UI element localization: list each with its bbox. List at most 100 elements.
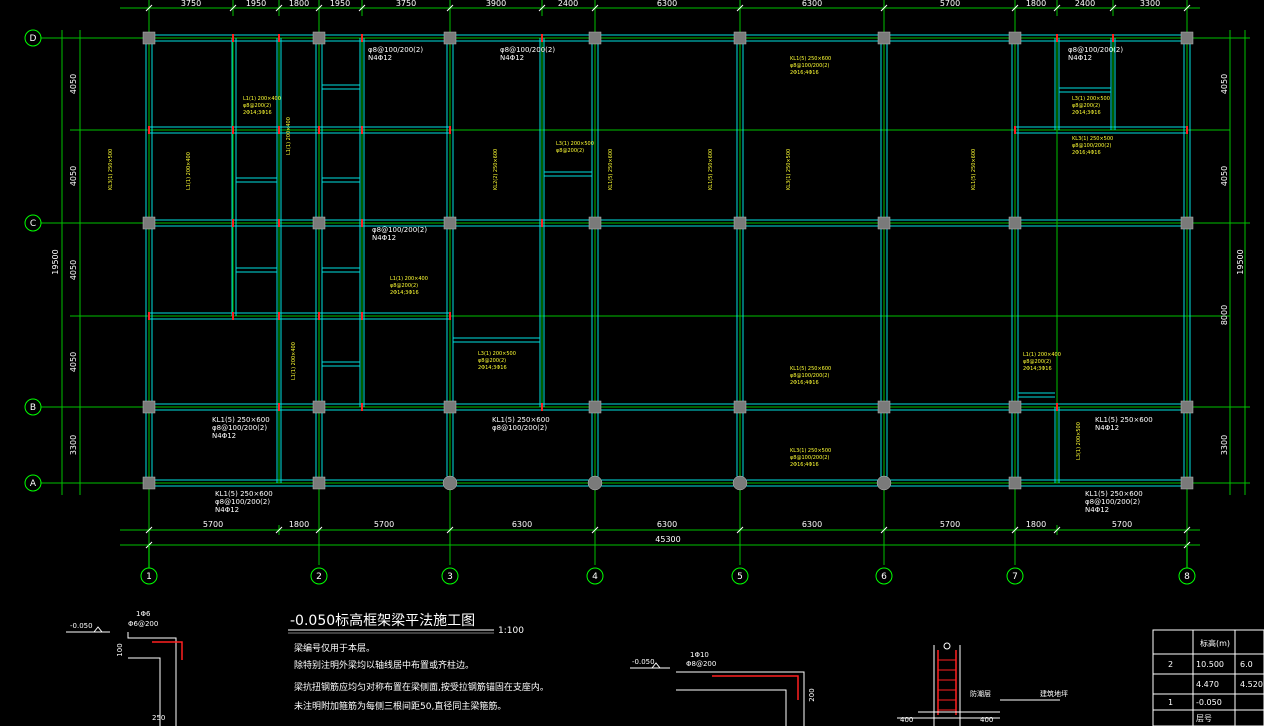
axis-label-B: B [30,403,36,413]
dim-bottom: 5700 [203,520,223,529]
beam-label: KL1(5) 250×600 [708,149,714,190]
columns [142,31,1194,491]
detail3-dim: 400 [980,716,993,724]
axis-bubble-5 [731,567,749,585]
dim-right: 4050 [1220,166,1229,186]
beam-label: KL1(5) 250×600 [790,56,831,62]
detail2-stirrup: Φ8@200 [686,660,716,668]
section-detail-3: 防潮层 建筑地坪 400 400 [897,642,1068,726]
dim-bottom: 5700 [374,520,394,529]
axis-label-2: 2 [316,572,322,582]
main-beams [145,34,1191,487]
dim-left: 3300 [69,435,78,455]
axis-label-5: 5 [737,572,743,582]
beam-label: φ8@100/200(2) [790,455,829,461]
table-cell: 10.500 [1196,660,1224,669]
beam-label: N4Φ12 [372,234,396,242]
beam-label: φ8@100/200(2) [1072,143,1111,149]
detail1-dim: 250 [152,714,165,722]
axis-bubble-A [24,474,42,492]
top-dimensions: 3750 1950 1800 1950 3750 3900 2400 6300 … [181,0,1160,8]
beam-label: 2Φ16;4Φ16 [790,380,819,386]
axis-grid-lines [40,0,1250,565]
table-cell: 4.520 [1240,680,1263,689]
dim-right: 4050 [1220,74,1229,94]
beam-label: φ8@100/200(2) [492,424,547,432]
beam-label: L1(1) 200×400 [243,96,281,102]
beam-label: L1(1) 200×400 [186,152,192,190]
axis-label-A: A [30,479,37,489]
table-cell: 1 [1168,698,1173,707]
dim-top: 6300 [802,0,822,8]
beam-label: φ8@200(2) [1023,359,1051,365]
beam-label: L1(1) 200×400 [1023,352,1061,358]
beam-label: φ8@100/200(2) [790,63,829,69]
beam-label: φ8@100/200(2) [500,46,555,54]
dim-left-total: 19500 [51,249,60,274]
dim-bottom: 6300 [512,520,532,529]
axis-label-D: D [30,34,37,44]
table-cell: -0.050 [1196,698,1222,707]
beam-label: L1(1) 200×400 [291,342,297,380]
beam-label: KL3(1) 250×500 [1072,136,1113,142]
detail2-rebar: 1Φ10 [690,651,709,659]
axis-bubble-6 [875,567,893,585]
beam-label: 2Φ14;3Φ16 [1023,366,1052,372]
beam-label: L3(1) 200×500 [1072,96,1110,102]
beam-label: N4Φ12 [1095,424,1119,432]
beam-label: KL1(5) 250×600 [1095,416,1153,424]
beam-label: N4Φ12 [215,506,239,514]
beam-label: N4Φ12 [212,432,236,440]
floor-level-table-text: 标高(m) 2 10.500 6.0 4.470 4.520 1 -0.050 … [1168,638,1263,723]
beam-label: N4Φ12 [1068,54,1092,62]
axis-label-6: 6 [881,572,887,582]
detail2-level: -0.050 [632,658,655,666]
support-marks [148,34,1188,411]
dim-top-first: 3750 [181,0,201,8]
axis-bubble-4 [586,567,604,585]
axis-bubble-7 [1006,567,1024,585]
dim-right: 3300 [1220,435,1229,455]
dim-top: 2400 [1075,0,1095,8]
dim-top: 2400 [558,0,578,8]
right-dimensions: 4050 4050 8000 3300 19500 [1220,74,1245,455]
dim-left: 4050 [69,74,78,94]
detail3-floor: 建筑地坪 [1040,689,1068,698]
dim-right: 8000 [1220,305,1229,325]
dim-top: 3750 [396,0,416,8]
dim-right-total: 19500 [1236,249,1245,274]
beam-label: KL2(2) 250×600 [493,149,499,190]
dim-bottom: 1800 [289,520,309,529]
detail1-rebar: 1Φ6 [136,610,151,618]
axis-label-1: 1 [146,572,152,582]
detail1-stirrup: Φ6@200 [128,620,158,628]
table-cell: 6.0 [1240,660,1253,669]
beam-label: KL3(1) 250×500 [108,149,114,190]
dim-left: 4050 [69,260,78,280]
dim-bottom: 6300 [802,520,822,529]
beam-label: L3(1) 200×500 [478,351,516,357]
axis-bubble-3 [441,567,459,585]
detail3-dim: 400 [900,716,913,724]
detail2-dim: 200 [808,688,816,701]
drawing-note: 除特别注明外梁均以轴线居中布置或齐柱边。 [294,659,474,671]
beam-label: L1(1) 200×400 [390,276,428,282]
beam-label: KL3(1) 250×500 [786,149,792,190]
dim-left: 4050 [69,352,78,372]
beam-label: KL1(5) 250×600 [492,416,550,424]
beam-label: φ8@100/200(2) [790,373,829,379]
beam-label: 2Φ16;4Φ16 [1072,150,1101,156]
beam-label: φ8@200(2) [1072,103,1100,109]
dimension-ticks [145,4,1191,549]
dim-top: 1800 [289,0,309,8]
dim-top: 1950 [330,0,350,8]
beam-label: 2Φ14;3Φ16 [390,290,419,296]
beam-label: KL1(5) 250×600 [212,416,270,424]
dim-top: 6300 [657,0,677,8]
detail1-dim: 100 [116,643,124,656]
table-cell: 2 [1168,660,1173,669]
dim-top: 1800 [1026,0,1046,8]
table-cell: 4.470 [1196,680,1219,689]
